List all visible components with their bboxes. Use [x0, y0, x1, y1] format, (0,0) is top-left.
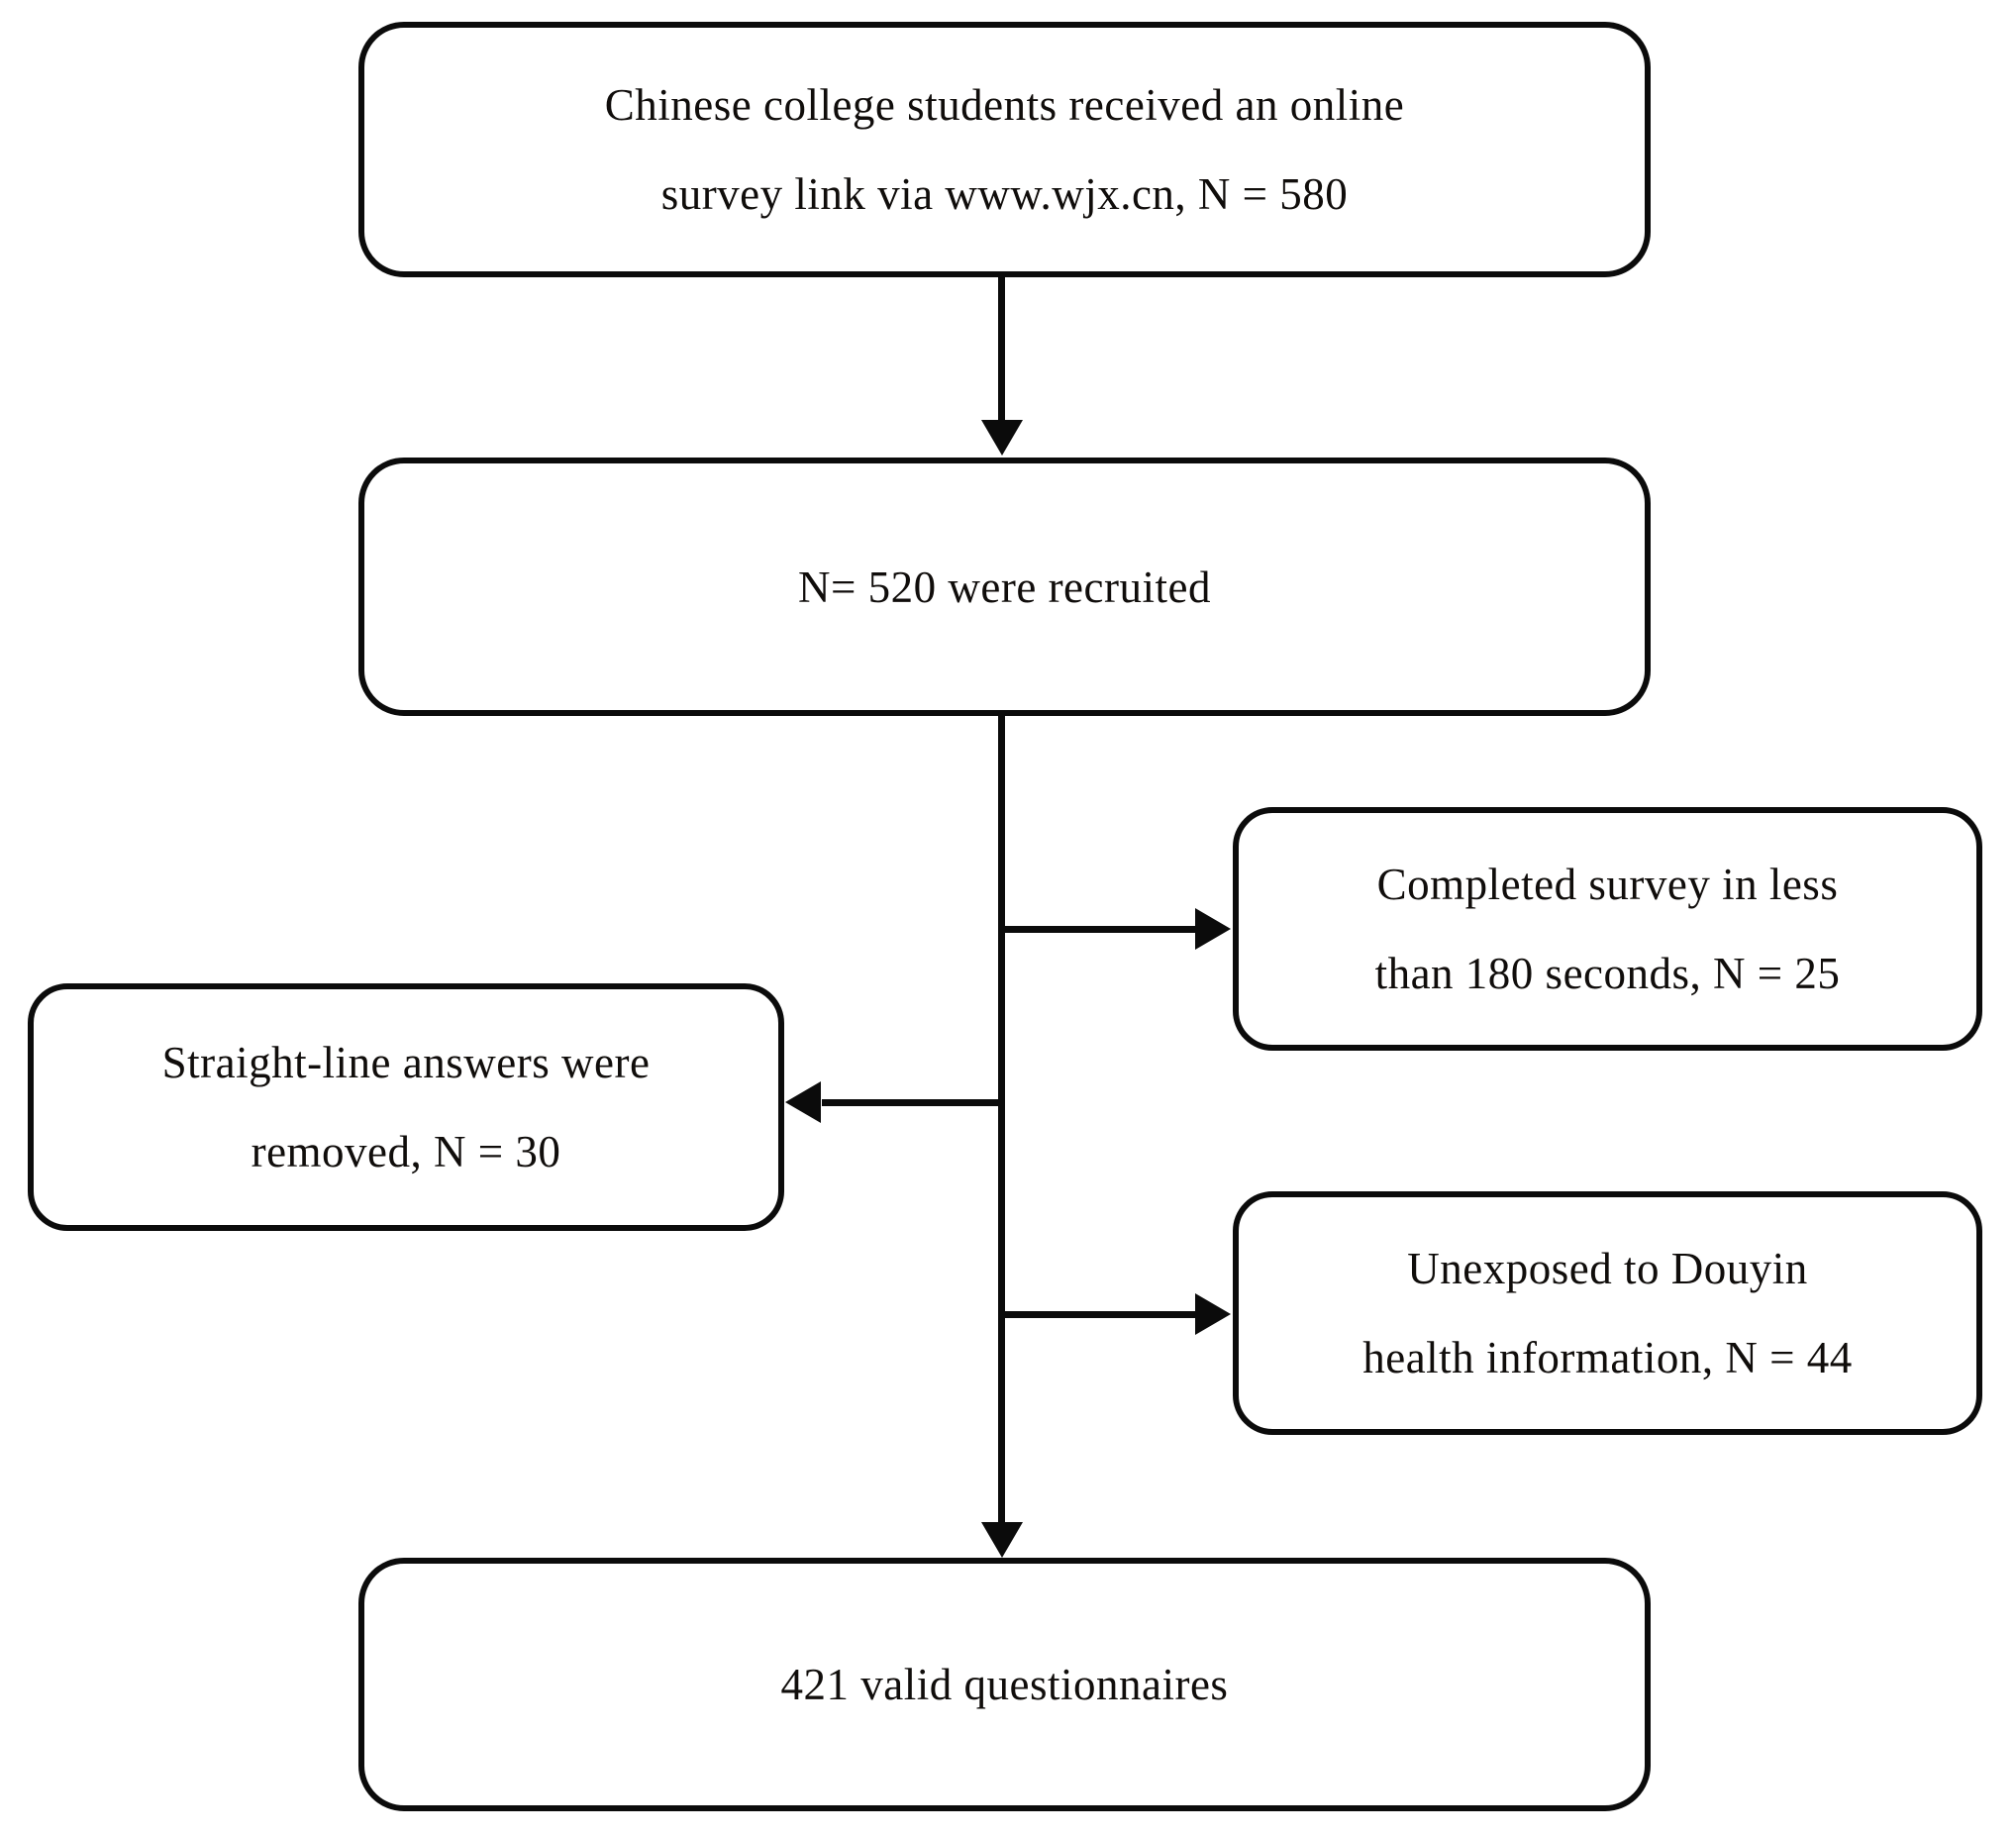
arrowhead-into-recruited-icon [981, 420, 1023, 456]
node-valid-questionnaires: 421 valid questionnaires [358, 1558, 1651, 1811]
connector-recruited-to-valid [998, 713, 1005, 1525]
node-valid-text: 421 valid questionnaires [780, 1660, 1229, 1709]
node-excluded-fast-text-line1: Completed survey in less [1376, 860, 1839, 909]
node-excluded-straightline-text-line2: removed, N = 30 [251, 1127, 561, 1176]
node-excluded-fast-completion: Completed survey in less than 180 second… [1233, 807, 1982, 1051]
node-excluded-unexposed-text-line2: health information, N = 44 [1362, 1333, 1853, 1382]
connector-branch-excluded-unexposed [1002, 1311, 1198, 1318]
connector-received-to-recruited [998, 277, 1005, 424]
connector-branch-excluded-fast [1002, 926, 1198, 933]
arrowhead-into-excluded-straightline-icon [785, 1081, 821, 1123]
node-recruited: N= 520 were recruited [358, 458, 1651, 716]
node-recruited-text: N= 520 were recruited [798, 561, 1211, 612]
node-excluded-unexposed-text-line1: Unexposed to Douyin [1407, 1244, 1808, 1293]
arrowhead-into-valid-icon [981, 1522, 1023, 1558]
arrowhead-into-excluded-fast-icon [1195, 908, 1231, 950]
node-excluded-straightline-text-line1: Straight-line answers were [161, 1038, 651, 1087]
arrowhead-into-excluded-unexposed-icon [1195, 1293, 1231, 1335]
node-excluded-unexposed: Unexposed to Douyin health information, … [1233, 1191, 1982, 1435]
node-received-survey-link: Chinese college students received an onl… [358, 22, 1651, 277]
node-received-text-line1: Chinese college students received an onl… [604, 80, 1405, 130]
node-excluded-straightline-answers: Straight-line answers were removed, N = … [28, 983, 784, 1231]
node-excluded-fast-text-line2: than 180 seconds, N = 25 [1374, 949, 1841, 998]
node-received-text-line2: survey link via www.wjx.cn, N = 580 [660, 169, 1349, 219]
connector-branch-excluded-straightline [822, 1099, 1002, 1106]
